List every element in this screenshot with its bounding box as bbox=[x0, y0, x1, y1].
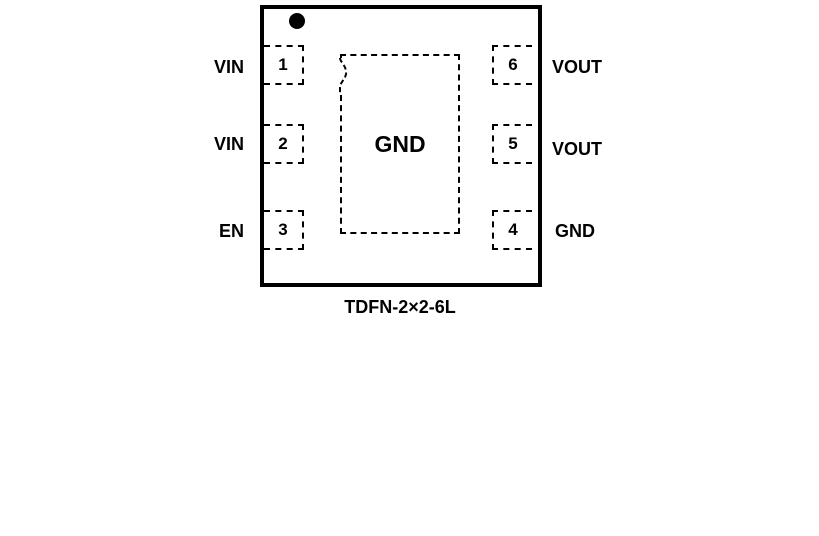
pin-4-name: GND bbox=[555, 221, 595, 241]
pin-3-name: EN bbox=[218, 221, 244, 241]
pin-4-pad: 4 bbox=[492, 210, 532, 250]
exposed-pad-notch bbox=[334, 58, 348, 94]
exposed-pad-label: GND bbox=[374, 130, 426, 157]
pin-1-name: VIN bbox=[213, 57, 244, 77]
pin-1-number: 1 bbox=[278, 55, 288, 74]
pin-5-pad: 5 bbox=[492, 124, 532, 164]
exposed-pad: GND bbox=[340, 54, 460, 234]
pin-5-number: 5 bbox=[508, 134, 518, 153]
package-outline bbox=[260, 5, 542, 287]
pin-2-name: VIN bbox=[213, 134, 244, 154]
pin-2-pad: 2 bbox=[264, 124, 304, 164]
pin-3-pad: 3 bbox=[264, 210, 304, 250]
pin-6-pad: 6 bbox=[492, 45, 532, 85]
pin1-indicator-dot bbox=[289, 13, 305, 29]
pin-4-number: 4 bbox=[508, 220, 518, 239]
pin-1-pad: 1 bbox=[264, 45, 304, 85]
pin-5-name: VOUT bbox=[552, 139, 603, 159]
pin-6-name: VOUT bbox=[552, 57, 603, 77]
pin-2-number: 2 bbox=[278, 134, 288, 153]
pin-3-number: 3 bbox=[278, 220, 288, 239]
package-caption: TDFN-2×2-6L bbox=[344, 297, 456, 317]
pin-6-number: 6 bbox=[508, 55, 518, 74]
